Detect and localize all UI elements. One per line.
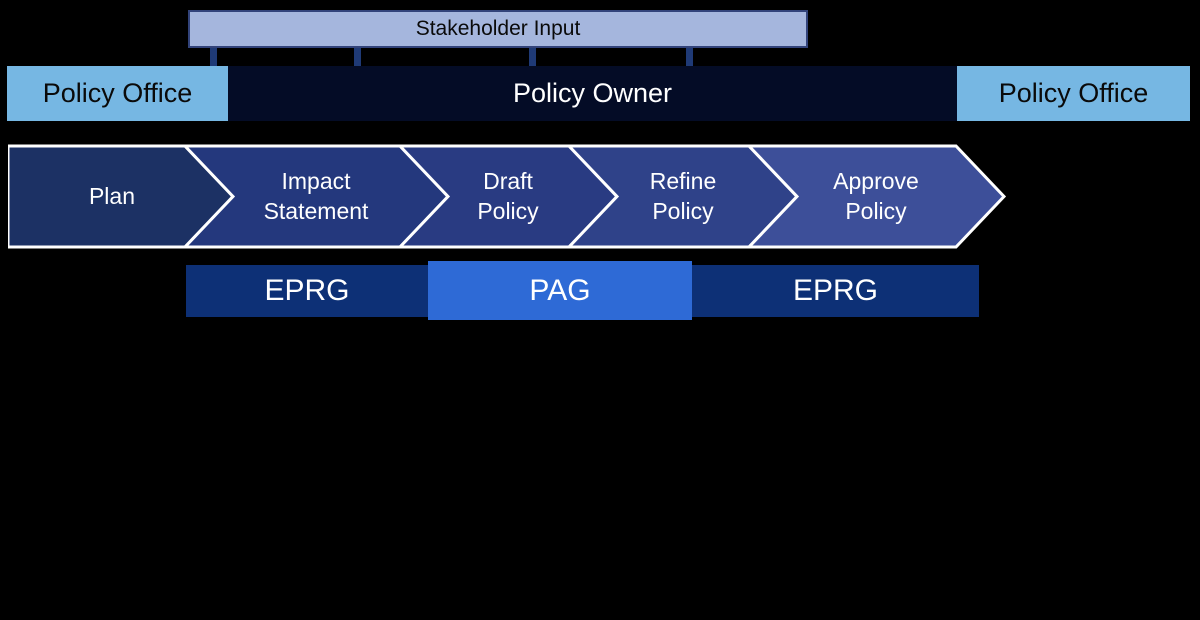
connector-tick	[529, 48, 536, 66]
governance-box-pag: PAG	[428, 261, 692, 320]
connector-tick	[354, 48, 361, 66]
policy-office-right-box: Policy Office	[957, 66, 1190, 121]
chevron-step-label: Approve Policy	[833, 168, 919, 224]
chevron-step-label: Plan	[88, 182, 136, 209]
connector-tick	[686, 48, 693, 66]
chevron-step-label: Refine Policy	[649, 168, 717, 224]
chevron-step-label: Draft Policy	[477, 168, 539, 224]
chevron-step-shape-approve-policy	[745, 144, 1007, 249]
governance-box-eprg-right: EPRG	[692, 265, 979, 317]
connector-tick	[210, 48, 217, 66]
policy-owner-bar: Policy Owner	[228, 66, 957, 121]
chevron-ribbon-graphic	[8, 144, 1007, 249]
process-chevron-band: Plan Impact Statement Draft Policy Refin…	[8, 144, 1008, 249]
stakeholder-input-banner: Stakeholder Input	[188, 10, 808, 48]
chevron-step-label: Impact Statement	[263, 168, 369, 224]
policy-office-left-box: Policy Office	[7, 66, 228, 121]
governance-box-eprg-left: EPRG	[186, 265, 428, 317]
